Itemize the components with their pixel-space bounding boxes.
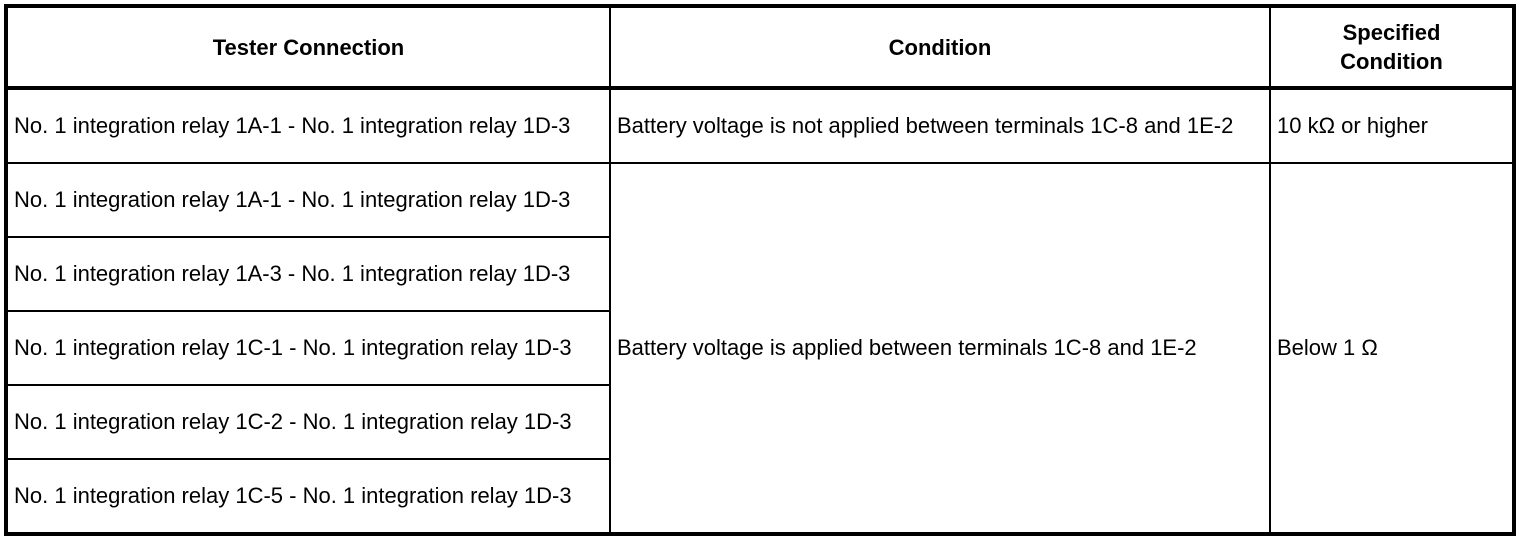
column-header-specified-condition: Specified Condition <box>1269 6 1514 90</box>
specified-condition-text: Below 1 Ω <box>1277 335 1378 360</box>
condition-text: Battery voltage is applied between termi… <box>617 335 1197 360</box>
table-row: No. 1 integration relay 1A-1 - No. 1 int… <box>6 162 1514 535</box>
tester-connection-text: No. 1 integration relay 1A-3 - No. 1 int… <box>14 261 571 286</box>
specification-table: Tester Connection Condition Specified Co… <box>4 4 1516 536</box>
column-header-condition-label: Condition <box>888 34 992 60</box>
table-body: No. 1 integration relay 1A-1 - No. 1 int… <box>6 87 1514 535</box>
cell-tester-connection: No. 1 integration relay 1C-1 - No. 1 int… <box>6 310 610 386</box>
header-row: Tester Connection Condition Specified Co… <box>6 6 1514 90</box>
tester-connection-text: No. 1 integration relay 1C-2 - No. 1 int… <box>14 409 572 434</box>
table-row: No. 1 integration relay 1A-1 - No. 1 int… <box>6 87 1514 164</box>
cell-tester-connection: No. 1 integration relay 1C-2 - No. 1 int… <box>6 384 610 460</box>
tester-connection-text: No. 1 integration relay 1A-1 - No. 1 int… <box>14 113 571 138</box>
column-header-condition: Condition <box>609 6 1271 90</box>
tester-connection-text: No. 1 integration relay 1C-1 - No. 1 int… <box>14 335 572 360</box>
cell-condition: Battery voltage is not applied between t… <box>609 87 1271 164</box>
specified-condition-text: 10 kΩ or higher <box>1277 113 1428 138</box>
cell-condition-merged: Battery voltage is applied between termi… <box>609 162 1271 535</box>
column-header-specified-condition-label: Specified Condition <box>1340 20 1443 74</box>
table-row: No. 1 integration relay 1A-3 - No. 1 int… <box>6 236 1514 312</box>
table-row: No. 1 integration relay 1C-2 - No. 1 int… <box>6 384 1514 460</box>
column-header-tester-connection-label: Tester Connection <box>212 34 405 60</box>
table-row: No. 1 integration relay 1C-1 - No. 1 int… <box>6 310 1514 386</box>
cell-tester-connection: No. 1 integration relay 1A-1 - No. 1 int… <box>6 87 611 164</box>
column-header-tester-connection: Tester Connection <box>6 6 611 90</box>
cell-tester-connection: No. 1 integration relay 1C-5 - No. 1 int… <box>6 458 610 534</box>
condition-text: Battery voltage is not applied between t… <box>617 113 1234 138</box>
tester-connection-text: No. 1 integration relay 1C-5 - No. 1 int… <box>14 483 572 508</box>
table-header: Tester Connection Condition Specified Co… <box>6 6 1514 90</box>
cell-tester-connection: No. 1 integration relay 1A-1 - No. 1 int… <box>6 162 611 238</box>
cell-tester-connection: No. 1 integration relay 1A-3 - No. 1 int… <box>6 236 610 312</box>
cell-specified-condition-merged: Below 1 Ω <box>1269 162 1514 535</box>
tester-connection-text: No. 1 integration relay 1A-1 - No. 1 int… <box>14 187 571 212</box>
cell-specified-condition: 10 kΩ or higher <box>1269 87 1514 164</box>
